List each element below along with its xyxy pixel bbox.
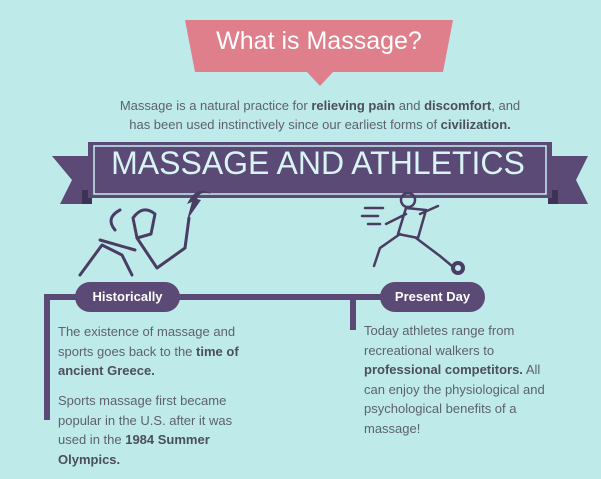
text-segment: has been used instinctively since our ea… — [129, 117, 441, 132]
text-segment: Today athletes range from recreational w… — [364, 323, 515, 358]
historically-text-1: The existence of massage and sports goes… — [58, 322, 258, 381]
bold-text: discomfort — [424, 98, 492, 113]
intro-line-1: Massage is a natural practice for reliev… — [80, 96, 560, 115]
bold-text: relieving pain — [311, 98, 396, 113]
section-ribbon — [52, 142, 588, 204]
text-segment: and — [395, 98, 425, 113]
bold-text: civilization. — [440, 117, 511, 132]
historically-label: Historically — [75, 282, 180, 312]
soccer-player-icon — [360, 191, 465, 275]
timeline-branch-present — [350, 294, 356, 330]
page-title: What is Massage? — [216, 27, 422, 55]
torch-bearer-icon — [78, 190, 211, 277]
historically-text-2: Sports massage first became popular in t… — [58, 391, 243, 469]
bold-text: time of ancient Greece. — [58, 343, 239, 379]
text-segment: , and — [491, 98, 521, 113]
section-title: MASSAGE AND ATHLETICS — [111, 145, 525, 181]
text-segment: The existence of massage and sports goes… — [58, 324, 236, 359]
text-segment: All can enjoy the physiological and psyc… — [364, 362, 545, 436]
bold-text: professional competitors. — [364, 362, 523, 377]
present-day-text: Today athletes range from recreational w… — [364, 321, 554, 438]
text-segment: Sports massage first became popular in t… — [58, 393, 233, 447]
timeline-line — [44, 294, 384, 300]
intro-line-2: has been used instinctively since our ea… — [80, 115, 560, 134]
intro-paragraph: Massage is a natural practice for reliev… — [80, 96, 560, 134]
title-banner — [185, 20, 453, 86]
present-day-label: Present Day — [380, 282, 485, 312]
text-segment: Massage is a natural practice for — [119, 98, 312, 113]
timeline-branch-historically — [44, 294, 50, 420]
bold-text: 1984 Summer Olympics. — [58, 432, 210, 467]
